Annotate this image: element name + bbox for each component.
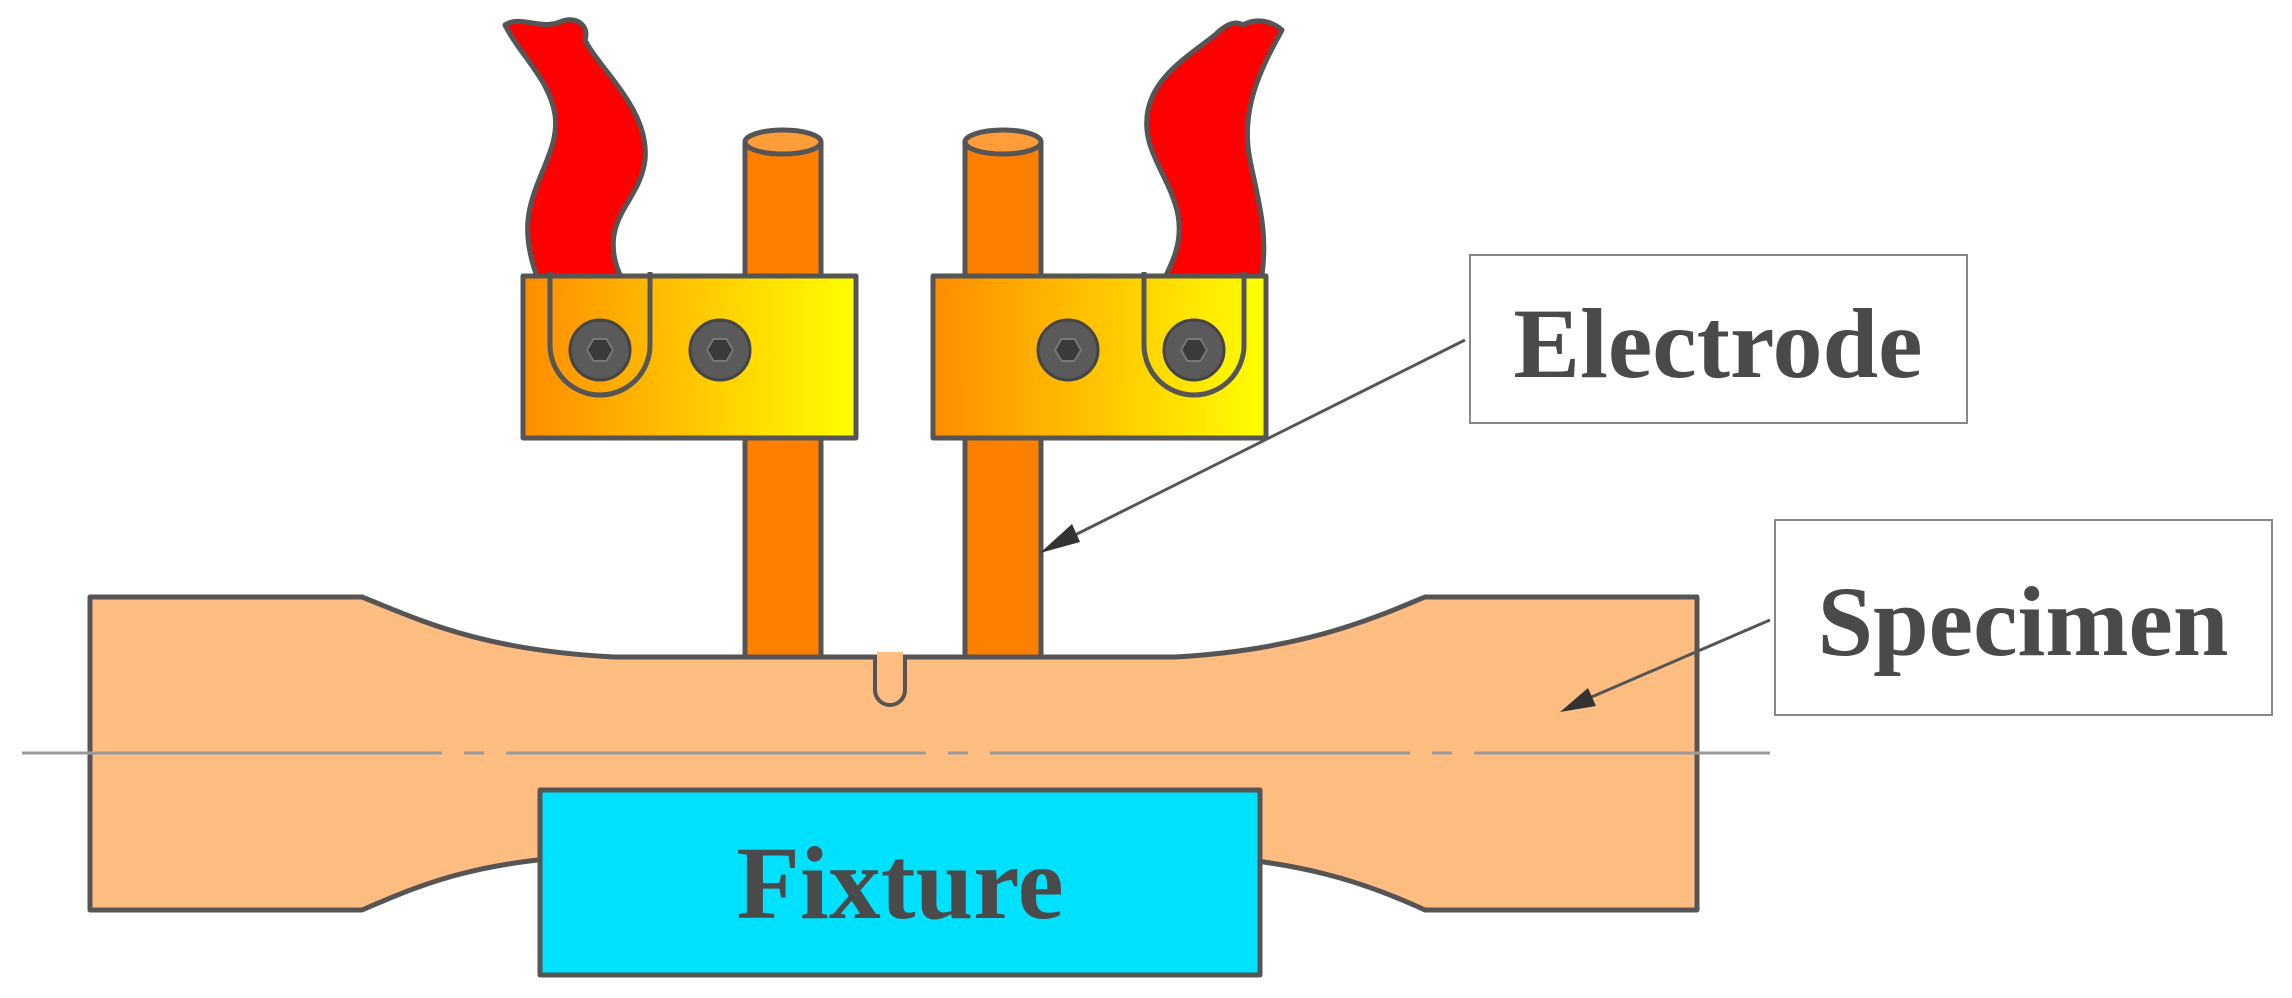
specimen-arrowhead — [1560, 688, 1596, 712]
electrode-label: Electrode — [1513, 288, 1922, 399]
screw-icon — [568, 318, 632, 382]
specimen-notch — [873, 657, 907, 707]
specimen-label: Specimen — [1817, 566, 2228, 677]
wire-right — [1144, 18, 1285, 313]
wire-left — [502, 17, 653, 323]
specimen-label-box — [1774, 519, 2273, 716]
screw-icon — [1162, 318, 1226, 382]
screw-icon — [688, 318, 752, 382]
screw-icon — [1036, 318, 1100, 382]
fixture-block — [537, 787, 1263, 978]
fixture-label: Fixture — [736, 826, 1063, 941]
electrode-label-box — [1469, 254, 1968, 424]
electrode-leader-line — [1054, 338, 1466, 547]
electrode-arrowhead — [1040, 524, 1080, 553]
specimen-leader-line — [1579, 618, 1771, 704]
